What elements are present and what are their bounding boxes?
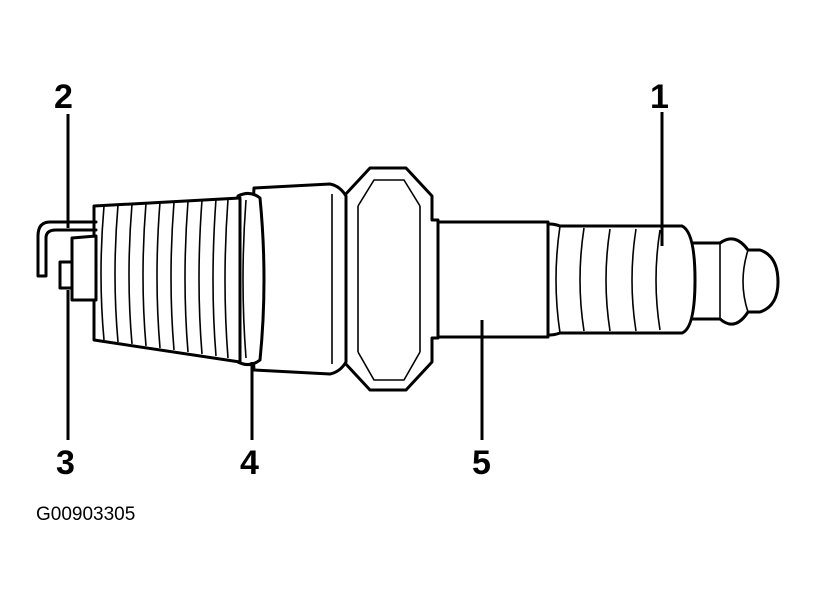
terminal-nut	[688, 237, 780, 326]
hex-nut	[342, 166, 440, 392]
callout-4: 4	[240, 444, 259, 482]
ground-electrode	[36, 220, 98, 278]
callout-2: 2	[54, 78, 73, 116]
callout-5: 5	[472, 444, 491, 482]
callout-3: 3	[56, 444, 75, 482]
callout-1: 1	[650, 78, 669, 116]
figure-id: G00903305	[36, 504, 135, 525]
threaded-shell	[92, 196, 242, 364]
insulator-ribs	[538, 222, 697, 337]
center-electrode	[58, 234, 98, 302]
